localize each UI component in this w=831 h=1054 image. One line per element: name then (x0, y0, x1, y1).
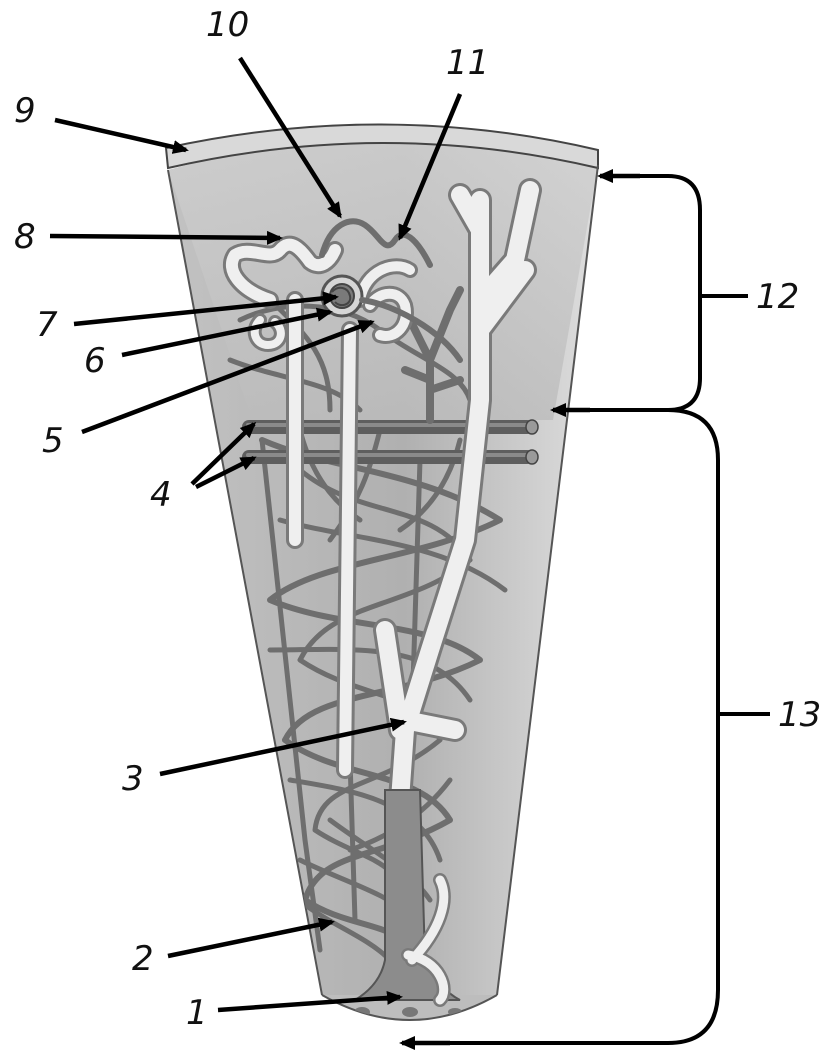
arrow-8 (50, 236, 280, 238)
arrow-9 (55, 120, 186, 150)
label-7: 7 (36, 305, 58, 345)
arrow-2 (168, 922, 332, 956)
label-3: 3 (122, 759, 144, 799)
label-12: 12 (756, 277, 799, 317)
label-10: 10 (206, 5, 249, 45)
label-8: 8 (14, 217, 36, 257)
label-2: 2 (132, 939, 154, 979)
label-6: 6 (84, 341, 106, 381)
label-1: 1 (186, 993, 208, 1033)
label-13: 13 (778, 695, 821, 735)
label-11: 11 (446, 43, 489, 83)
label-5: 5 (42, 421, 64, 461)
label-4: 4 (150, 475, 172, 515)
label-9: 9 (14, 91, 36, 131)
